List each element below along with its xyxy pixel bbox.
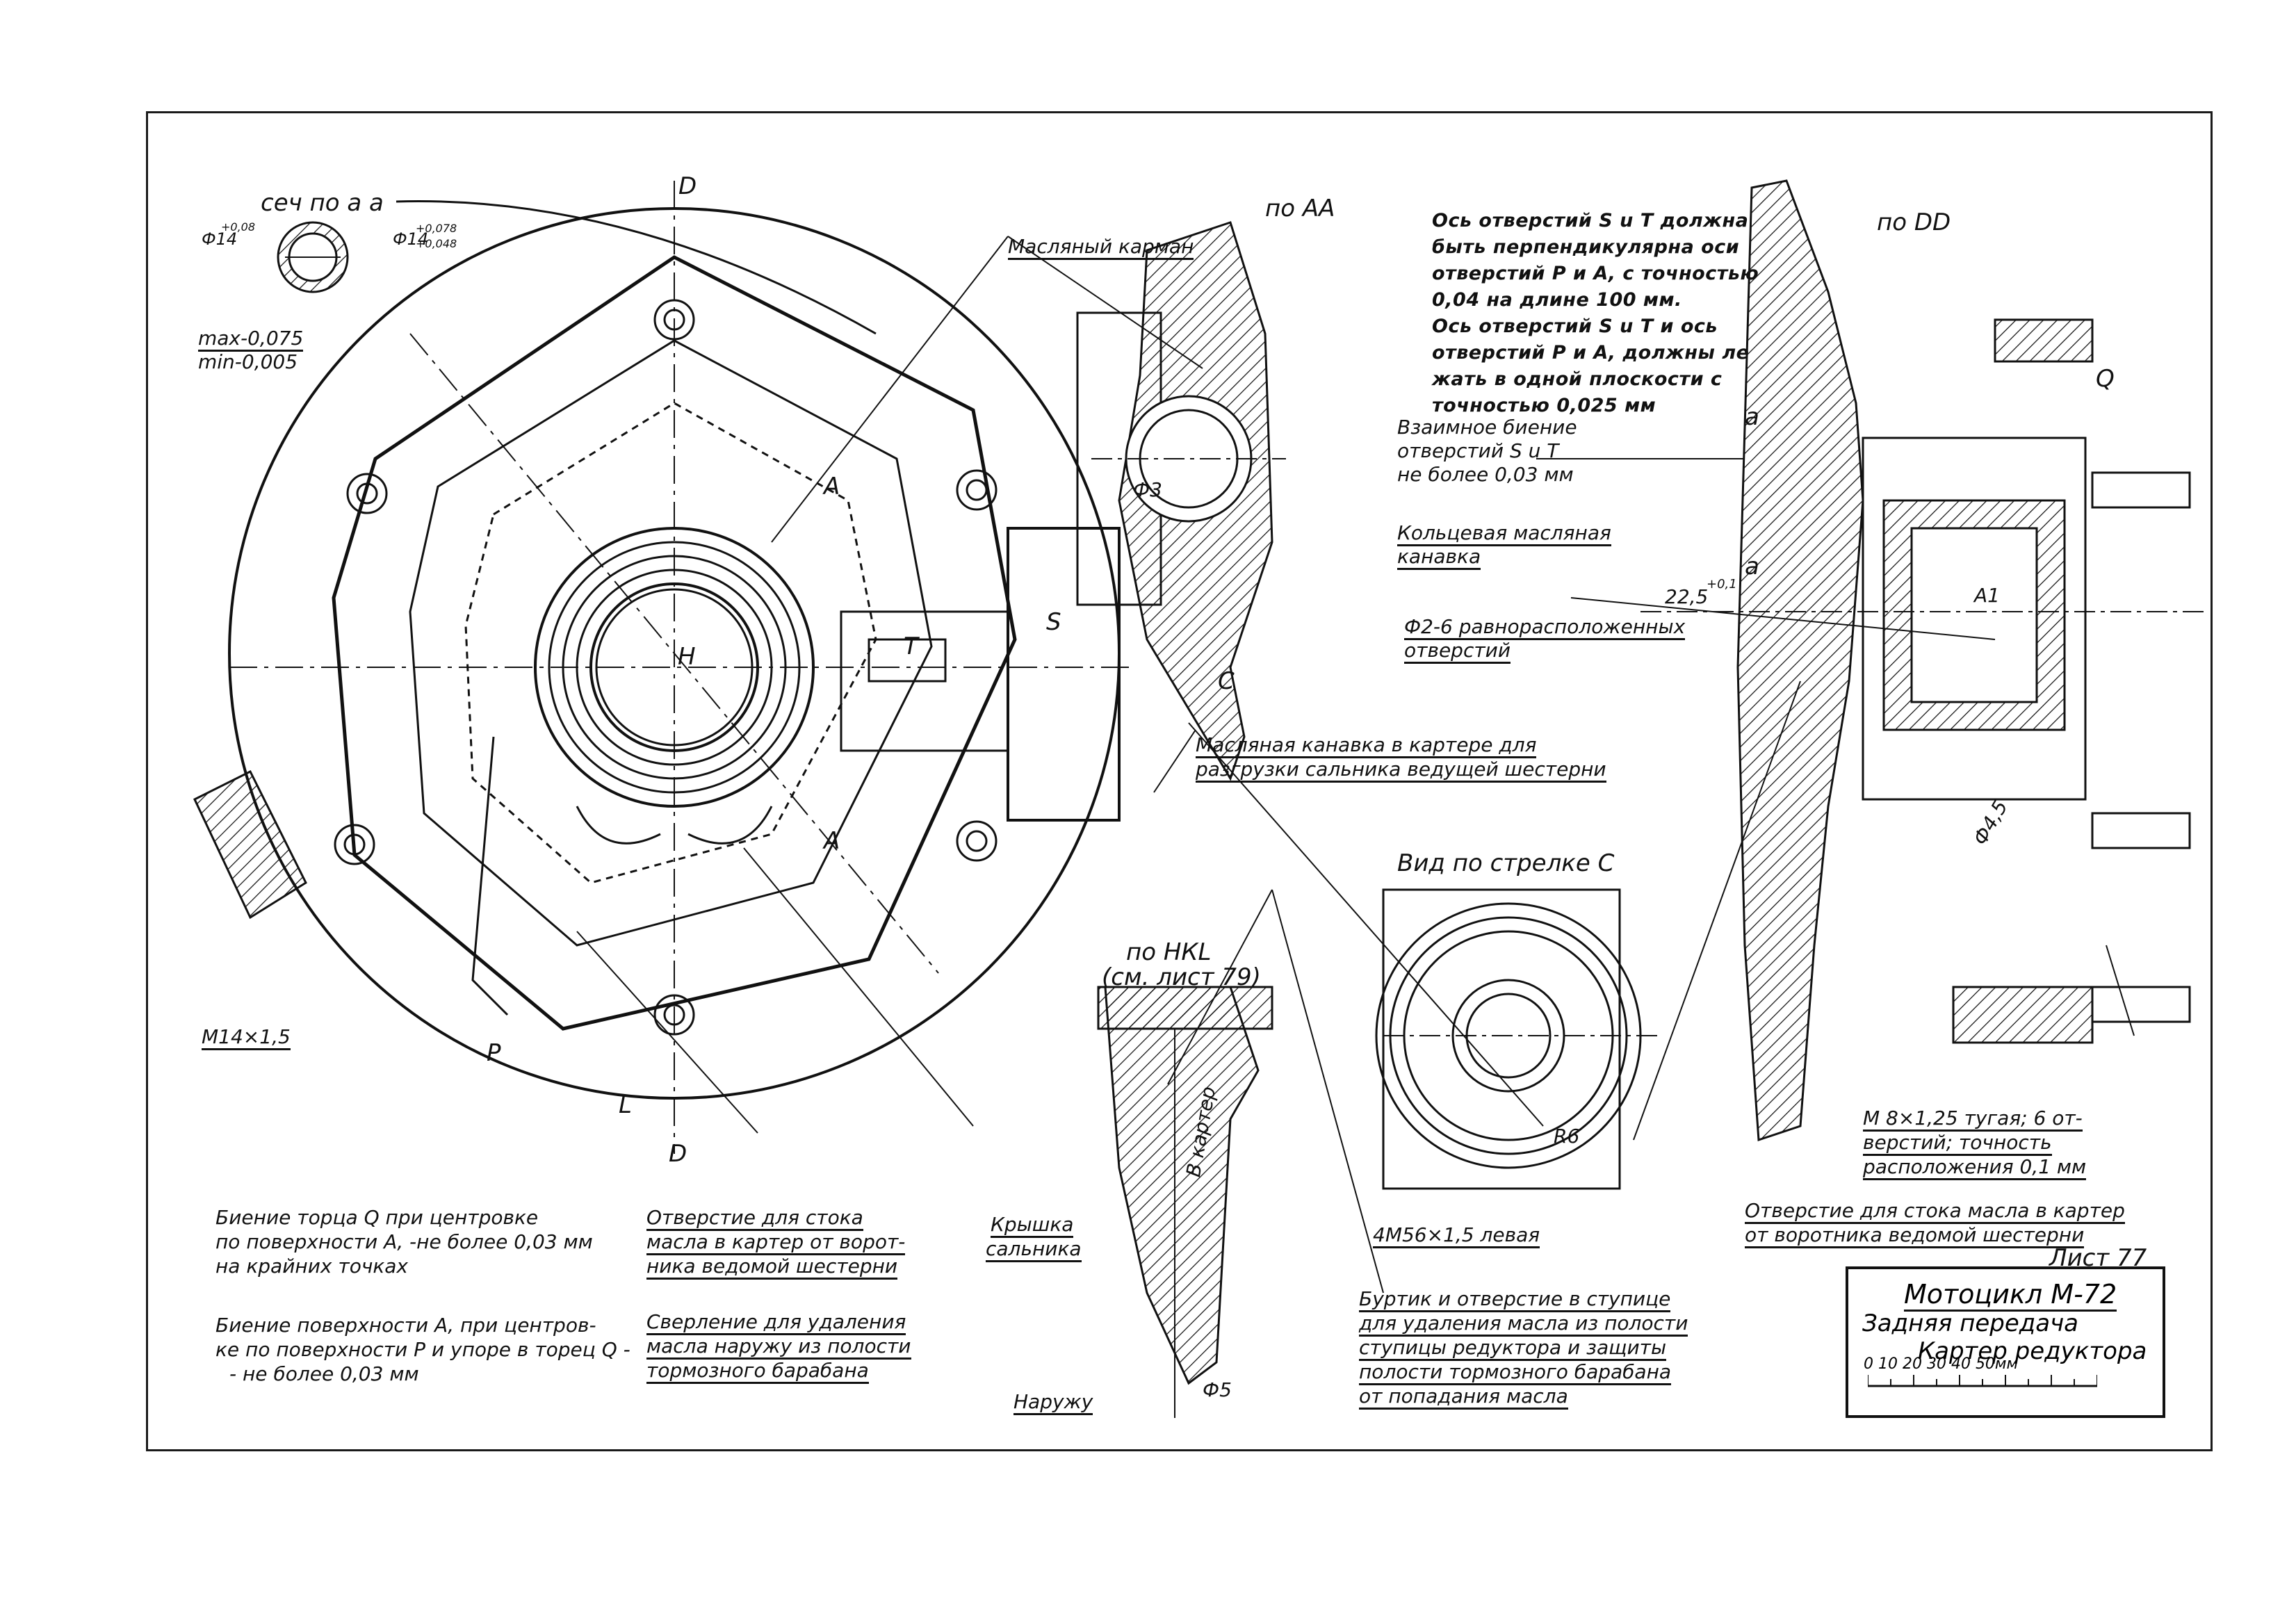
note-axis-5: Ось отверстий S u T и ось xyxy=(1432,316,1718,337)
beat-q-2: по поверхности А, -не более 0,03 мм xyxy=(215,1230,593,1253)
beat-q-1: Биение торца Q при центровке xyxy=(215,1206,539,1229)
section-dd-view xyxy=(1536,179,2204,1142)
dim-225-tol: +0,1 xyxy=(1707,577,1737,592)
ring-groove-1: Кольцевая масляная xyxy=(1397,521,1611,547)
runout-3: не более 0,03 мм xyxy=(1397,463,1574,486)
note-axis-4: 0,04 на длине 100 мм. xyxy=(1432,289,1682,311)
scale-bar xyxy=(1868,1375,2097,1387)
title-block: Мотоцикл М-72 Задняя передача Картер ред… xyxy=(1846,1266,2165,1418)
m8-2: верстий; точность xyxy=(1863,1131,2052,1157)
technical-drawing xyxy=(193,179,2204,1418)
collar-4: полости тормозного барабана xyxy=(1359,1360,1672,1386)
section-a-max: max-0,075 xyxy=(198,327,304,352)
note-axis-3: отверстий Р и А, с точностью xyxy=(1432,263,1759,284)
section-a-tol-right: Ф14 xyxy=(393,229,429,249)
axis-c: C xyxy=(1218,667,1235,695)
note-axis-1: Ось отверстий S u T должна xyxy=(1432,210,1749,231)
label-phi3: Ф3 xyxy=(1133,478,1162,501)
oil-groove-1: Масляная канавка в картере для xyxy=(1196,733,1537,759)
section-a-tol-left: Ф14 xyxy=(202,229,238,249)
holes-1: Ф2-6 равнорасположенных xyxy=(1404,615,1686,641)
runout-2: отверстий S u T xyxy=(1397,439,1559,462)
drain-center-2: масла в картер от ворот- xyxy=(646,1230,906,1256)
seal-cover-2: сальника xyxy=(986,1237,1082,1263)
seal-cover-1: Крышка xyxy=(991,1213,1074,1239)
note-axis-7: жать в одной плоскости с xyxy=(1432,368,1723,390)
axis-t: T xyxy=(904,633,918,660)
view-hkl xyxy=(1097,986,1273,1418)
label-a-small-2: а xyxy=(1745,553,1759,580)
drain-right-1: Отверстие для стока масла в картер xyxy=(1745,1199,2125,1225)
label-q: Q xyxy=(2096,365,2115,393)
title-line-3: Картер редуктора xyxy=(1918,1337,2147,1365)
m8-3: расположения 0,1 мм xyxy=(1863,1155,2087,1181)
beat-a-1: Биение поверхности А, при центров- xyxy=(215,1314,596,1337)
section-a-tol-right-sup: +0,078 xyxy=(416,222,457,235)
runout-1: Взаимное биение xyxy=(1397,416,1577,439)
drain-right-2: от воротника ведомой шестерни xyxy=(1745,1223,2085,1249)
dim-225: 22,5 xyxy=(1665,585,1709,608)
label-m14: М14×1,5 xyxy=(202,1025,291,1051)
drill-1: Сверление для удаления xyxy=(646,1310,906,1336)
collar-3: ступицы редуктора и защиты xyxy=(1359,1336,1667,1362)
label-a-small-1: а xyxy=(1745,403,1759,431)
drill-3: тормозного барабана xyxy=(646,1359,869,1385)
label-view-aa: по АА xyxy=(1265,195,1335,222)
housing-front-view xyxy=(193,181,1133,1154)
collar-2: для удаления масла из полости xyxy=(1359,1312,1688,1337)
note-axis-6: отверстий Р и А, должны ле xyxy=(1432,342,1750,364)
ring-groove-2: канавка xyxy=(1397,545,1481,571)
drain-center-3: ника ведомой шестерни xyxy=(646,1255,898,1280)
section-aa-view xyxy=(1076,221,1286,781)
beat-a-2: ке по поверхности Р и упоре в торец Q - xyxy=(215,1338,630,1361)
axis-s: S xyxy=(1046,608,1061,636)
section-a-title: сеч по а а xyxy=(261,189,384,217)
beat-q-3: на крайних точках xyxy=(215,1255,409,1278)
note-axis-8: точностью 0,025 мм xyxy=(1432,395,1656,416)
drill-2: масла наружу из полости xyxy=(646,1335,911,1360)
label-view-c: Вид по стрелке С xyxy=(1397,849,1615,877)
axis-a-top: A xyxy=(824,473,840,500)
holes-2: отверстий xyxy=(1404,639,1511,664)
axis-d-bottom: D xyxy=(669,1140,687,1168)
label-thread-4m: 4М56×1,5 левая xyxy=(1373,1223,1540,1249)
section-a-view xyxy=(277,200,877,335)
view-hkl-1: по НКL xyxy=(1126,938,1212,966)
section-a-tol-left-sup: +0,08 xyxy=(221,220,256,234)
label-oil-pocket: Масляный карман xyxy=(1008,235,1194,261)
note-axis-2: быть перпендикулярна оси xyxy=(1432,236,1740,258)
collar-5: от попадания масла xyxy=(1359,1385,1568,1410)
beat-a-3: - не более 0,03 мм xyxy=(229,1362,419,1385)
section-a-tol-right-sub: +0,048 xyxy=(416,237,457,250)
oil-groove-2: разгрузки сальника ведущей шестерни xyxy=(1196,758,1606,783)
axis-d-top: D xyxy=(678,172,697,200)
axis-h: H xyxy=(678,643,696,671)
label-phi5: Ф5 xyxy=(1203,1378,1232,1401)
label-a1: А1 xyxy=(1974,584,2000,607)
title-line-1: Мотоцикл М-72 xyxy=(1904,1279,2117,1312)
section-a-min: min-0,005 xyxy=(198,350,298,373)
view-c xyxy=(1375,888,1661,1190)
scale-labels: 0 10 20 30 40 50мм xyxy=(1864,1355,2019,1373)
label-outside: Наружу xyxy=(1013,1390,1093,1416)
label-r6: R6 xyxy=(1554,1125,1580,1148)
axis-p: P xyxy=(487,1039,501,1067)
m8-1: М 8×1,25 тугая; 6 от- xyxy=(1863,1107,2083,1132)
title-line-2: Задняя передача xyxy=(1862,1310,2078,1337)
axis-a-bottom: A xyxy=(824,827,840,855)
view-hkl-2: (см. лист 79) xyxy=(1102,963,1261,991)
axis-l: L xyxy=(619,1091,632,1119)
collar-1: Буртик и отверстие в ступице xyxy=(1359,1287,1671,1313)
label-view-dd: по DD xyxy=(1877,209,1951,236)
drain-center-1: Отверстие для стока xyxy=(646,1206,863,1232)
